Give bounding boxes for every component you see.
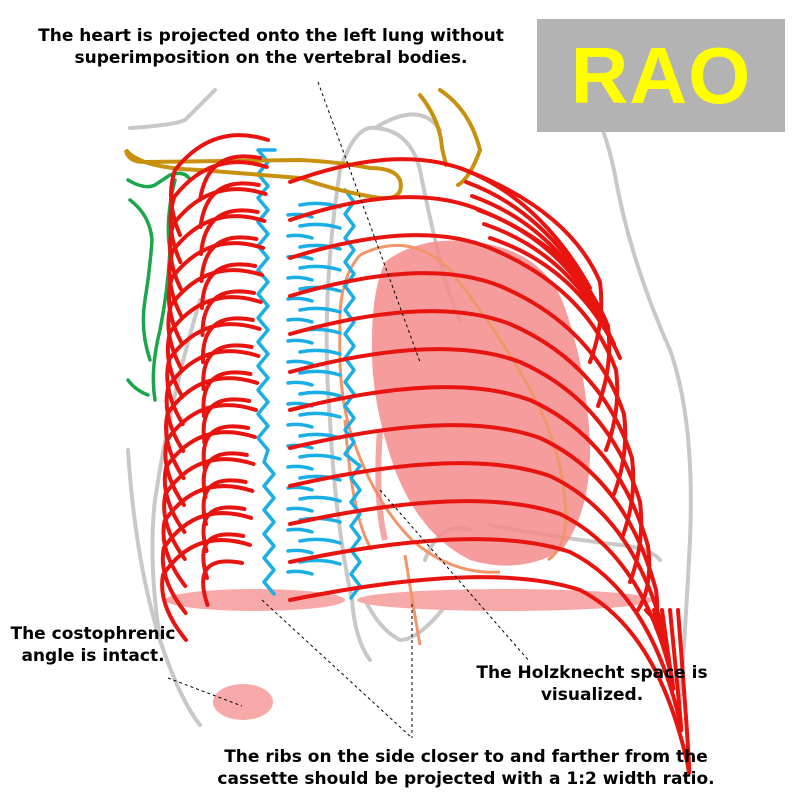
near-rib — [166, 268, 264, 372]
heart-shape — [338, 240, 591, 646]
near-rib — [160, 538, 252, 642]
vertebral-right-border — [343, 188, 362, 600]
projection-label: RAO — [570, 30, 752, 120]
near-rib — [165, 295, 263, 399]
near-rib-lower — [201, 559, 244, 607]
vertebral-endplate — [298, 390, 342, 398]
near-rib — [163, 403, 258, 507]
vertebral-endplate — [286, 233, 314, 240]
vertebral-endplate — [286, 275, 314, 282]
near-rib — [168, 187, 268, 291]
near-rib — [166, 241, 266, 345]
body-outline — [126, 68, 693, 727]
highlight-areas — [165, 589, 653, 720]
vertebral-endplate — [286, 527, 314, 534]
vertebral-endplate — [298, 348, 342, 356]
heart-annotation: The heart is projected onto the left lun… — [38, 26, 504, 68]
far-rib — [288, 537, 684, 733]
vertebral-endplate — [298, 474, 342, 482]
vertebral-endplate — [298, 264, 342, 272]
leader-lines — [167, 81, 531, 739]
vertebral-endplate — [298, 411, 342, 419]
near-rib — [168, 160, 269, 264]
vertebral-endplate — [298, 495, 342, 503]
vertebral-endplate — [298, 369, 342, 377]
vertebral-endplate — [298, 558, 342, 566]
far-rib-upper — [458, 166, 592, 290]
clavicle — [124, 88, 483, 201]
costophrenic-annotation: The costophrenic angle is intact. — [10, 624, 176, 666]
vertebral-endplate — [298, 453, 342, 461]
ribs-annotation: The ribs on the side closer to and farth… — [217, 747, 715, 789]
far-rib — [288, 575, 692, 775]
vertebrae — [256, 148, 362, 600]
vertebral-endplate — [286, 317, 314, 324]
far-rib — [288, 423, 660, 619]
vertebral-endplate — [298, 243, 342, 251]
vertebral-endplate — [286, 548, 314, 555]
vertebral-left-border — [256, 148, 277, 596]
near-rib — [167, 214, 267, 318]
vertebral-endplate — [298, 222, 342, 230]
far-rib-upper — [464, 180, 598, 304]
vertebral-endplate — [286, 359, 314, 366]
vertebral-endplate — [286, 464, 314, 471]
near-rib — [160, 511, 254, 615]
vertebral-endplate — [286, 422, 314, 429]
vertebral-endplate — [286, 212, 314, 219]
vertebral-endplate — [286, 569, 314, 576]
vertebral-endplate — [286, 380, 314, 387]
projection-badge: RAO — [537, 19, 785, 132]
vertebral-endplate — [286, 296, 314, 303]
far-rib-upper — [488, 236, 622, 360]
near-rib — [164, 349, 261, 453]
vertebral-endplate — [298, 537, 342, 545]
vertebral-endplate — [286, 485, 314, 492]
vertebral-endplate — [286, 506, 314, 513]
holzknecht-annotation: The Holzknecht space is visualized. — [476, 663, 708, 705]
near-rib — [164, 376, 260, 480]
far-rib — [288, 499, 676, 691]
ribs — [160, 133, 692, 775]
near-rib — [165, 322, 262, 426]
vertebral-endplate — [298, 306, 342, 314]
vertebral-endplate — [286, 338, 314, 345]
